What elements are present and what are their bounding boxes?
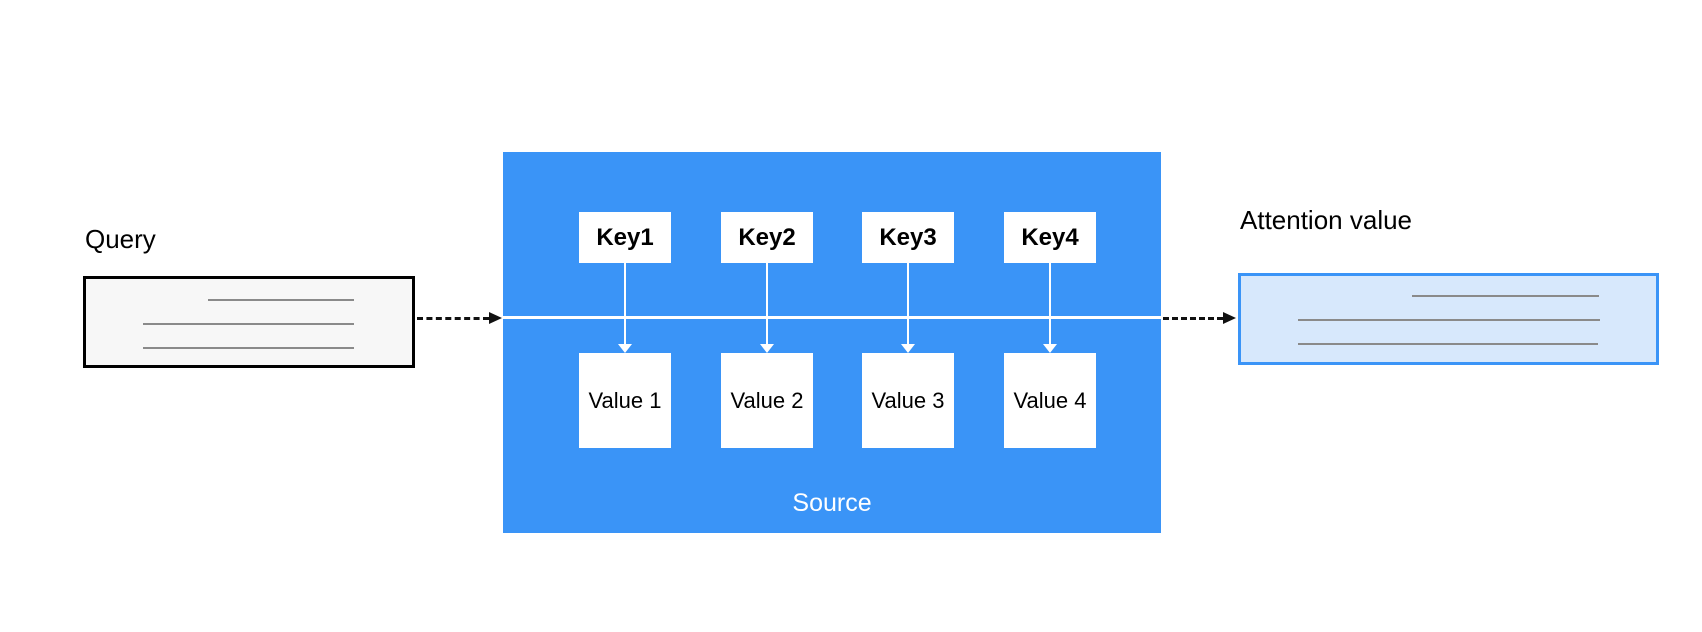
key4-to-value4-arrowhead-icon xyxy=(1043,344,1057,353)
key4-to-value4-line xyxy=(1049,263,1051,345)
value4-label: Value 4 xyxy=(1013,387,1087,413)
query-box xyxy=(83,276,415,368)
key1-box: Key1 xyxy=(579,212,671,263)
value3-box: Value 3 xyxy=(862,353,954,448)
query-placeholder-line-3 xyxy=(143,347,354,349)
value3-label: Value 3 xyxy=(871,387,945,413)
attention-value-label: Attention value xyxy=(1240,205,1413,235)
query-to-source-arrow-line xyxy=(417,317,489,320)
query-placeholder-line-1 xyxy=(208,299,354,301)
key2-label: Key2 xyxy=(738,223,796,251)
attention-placeholder-line-2 xyxy=(1298,319,1600,321)
key4-label: Key4 xyxy=(1021,223,1079,251)
key2-box: Key2 xyxy=(721,212,813,263)
key2-to-value2-arrowhead-icon xyxy=(760,344,774,353)
source-horizontal-line xyxy=(503,316,1161,319)
value2-box: Value 2 xyxy=(721,353,813,448)
key1-to-value1-arrowhead-icon xyxy=(618,344,632,353)
key3-box: Key3 xyxy=(862,212,954,263)
query-label: Query xyxy=(85,224,156,254)
key2-to-value2-line xyxy=(766,263,768,345)
source-to-attention-arrowhead-icon xyxy=(1223,312,1236,324)
key3-label: Key3 xyxy=(879,223,937,251)
key3-to-value3-arrowhead-icon xyxy=(901,344,915,353)
key4-box: Key4 xyxy=(1004,212,1096,263)
query-to-source-arrowhead-icon xyxy=(489,312,502,324)
attention-value-box xyxy=(1238,273,1659,365)
key1-to-value1-line xyxy=(624,263,626,345)
attention-placeholder-line-3 xyxy=(1298,343,1598,345)
value4-box: Value 4 xyxy=(1004,353,1096,448)
source-label: Source xyxy=(792,489,872,517)
value1-label: Value 1 xyxy=(588,387,662,413)
value1-box: Value 1 xyxy=(579,353,671,448)
key1-label: Key1 xyxy=(596,223,654,251)
source-box: Key1 Key2 Key3 Key4 Value 1 Value 2 Valu… xyxy=(503,152,1161,533)
attention-placeholder-line-1 xyxy=(1412,295,1599,297)
key3-to-value3-line xyxy=(907,263,909,345)
source-to-attention-arrow-line xyxy=(1163,317,1223,320)
query-placeholder-line-2 xyxy=(143,323,354,325)
value2-label: Value 2 xyxy=(730,387,804,413)
